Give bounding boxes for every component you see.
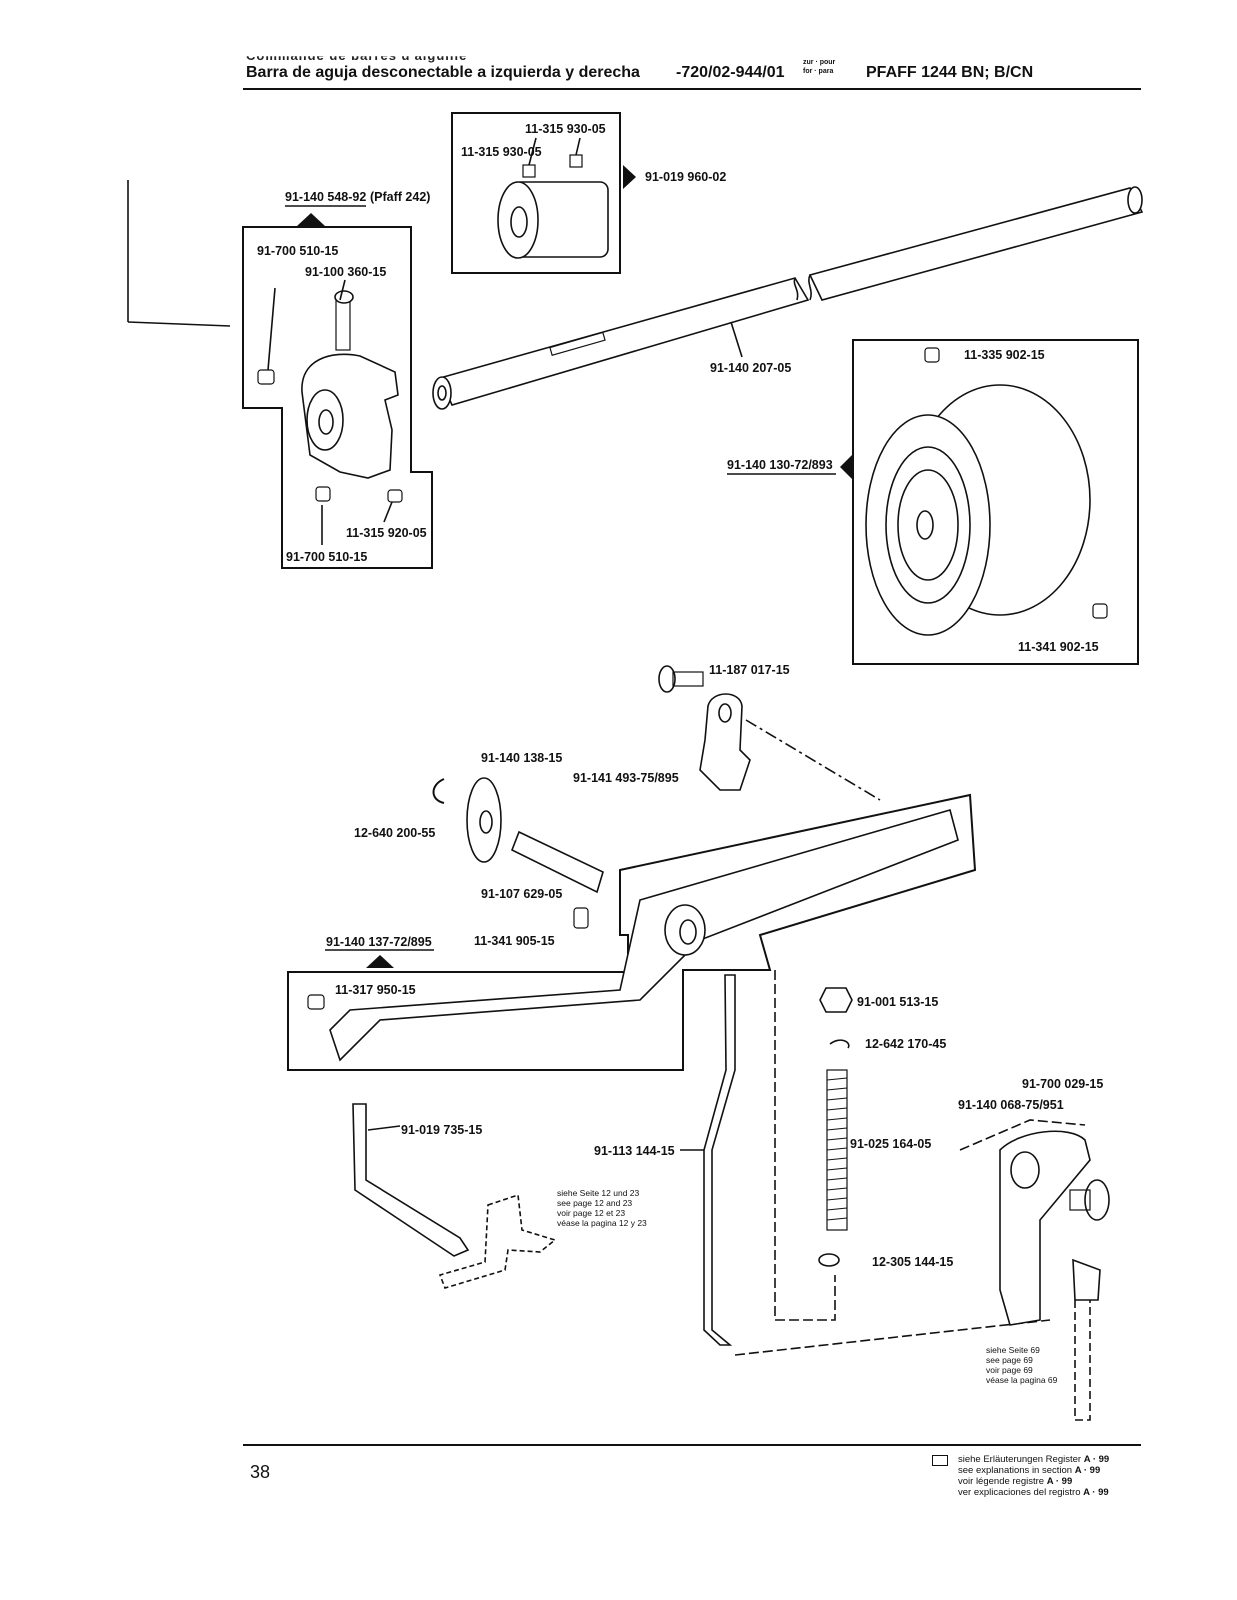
label-12-305-144-15: 12-305 144-15 — [872, 1255, 953, 1269]
label-91-019-735-15: 91-019 735-15 — [401, 1123, 482, 1137]
clamp-collar-assembly — [242, 205, 433, 569]
label-91-140-207-05: 91-140 207-05 — [710, 361, 791, 375]
footer-rule — [243, 1444, 1141, 1446]
note-69-de: siehe Seite 69 — [986, 1345, 1040, 1355]
connecting-rod — [680, 974, 1051, 1356]
label-91-113-144-15: 91-113 144-15 — [594, 1144, 675, 1158]
label-91-141-493-75-895: 91-141 493-75/895 — [573, 771, 679, 785]
scan-margin-line — [127, 180, 231, 327]
label-pfaff-242: (Pfaff 242) — [370, 190, 430, 204]
legend: siehe Erläuterungen Register A · 99 see … — [932, 1454, 1110, 1498]
legend-line-fr: voir légende registre A · 99 — [958, 1476, 1073, 1487]
label-91-140-138-15: 91-140 138-15 — [481, 751, 562, 765]
label-91-140-137-72-895: 91-140 137-72/895 — [326, 935, 432, 949]
label-11-335-902-15: 11-335 902-15 — [964, 348, 1045, 362]
page-number: 38 — [250, 1462, 271, 1482]
label-91-019-960-02: 91-019 960-02 — [645, 170, 726, 184]
label-11-317-950-15: 11-317 950-15 — [335, 983, 416, 997]
for-label: zur · pour for · para — [803, 58, 835, 76]
note-12-23-es: véase la pagina 12 y 23 — [557, 1218, 647, 1228]
note-69-fr: voir page 69 — [986, 1365, 1033, 1375]
label-91-140-068-75-951: 91-140 068-75/951 — [958, 1098, 1064, 1112]
label-91-001-513-15: 91-001 513-15 — [857, 995, 938, 1009]
page-title: Barra de aguja desconectable a izquierda… — [246, 64, 640, 81]
reference-part-12-23 — [438, 1193, 557, 1289]
legend-line-en: see explanations in section A · 99 — [958, 1465, 1101, 1476]
bracket-and-pin-parts — [432, 665, 881, 929]
note-12-23-en: see page 12 and 23 — [557, 1198, 632, 1208]
label-91-700-029-15: 91-700 029-15 — [1022, 1077, 1103, 1091]
header-rule — [243, 88, 1141, 90]
machine-model: PFAFF 1244 BN; B/CN — [866, 64, 1034, 81]
label-12-640-200-55: 12-640 200-55 — [354, 826, 435, 840]
label-91-025-164-05: 91-025 164-05 — [850, 1137, 931, 1151]
lever-assembly — [287, 793, 977, 1071]
label-91-107-629-05: 91-107 629-05 — [481, 887, 562, 901]
label-12-642-170-45: 12-642 170-45 — [865, 1037, 946, 1051]
label-11-341-902-15: 11-341 902-15 — [1018, 640, 1099, 654]
label-11-187-017-15: 11-187 017-15 — [709, 663, 790, 677]
label-11-315-930-05-a: 11-315 930-05 — [525, 122, 606, 136]
label-91-100-360-15: 91-100 360-15 — [305, 265, 386, 279]
note-69-en: see page 69 — [986, 1355, 1033, 1365]
l-shaped-bar — [352, 1103, 470, 1257]
label-91-140-130-72-893: 91-140 130-72/893 — [727, 458, 833, 472]
legend-line-de: siehe Erläuterungen Register A · 99 — [958, 1454, 1110, 1465]
label-91-700-510-15-bottom: 91-700 510-15 — [286, 550, 367, 564]
catalog-code: -720/02-944/01 — [676, 64, 785, 81]
note-12-23-fr: voir page 12 et 23 — [557, 1208, 625, 1218]
label-11-315-930-05-b: 11-315 930-05 — [461, 145, 542, 159]
handwheel-assembly — [727, 339, 1139, 665]
main-shaft — [432, 186, 1144, 410]
note-69-es: véase la pagina 69 — [986, 1375, 1058, 1385]
label-11-315-920-05: 11-315 920-05 — [346, 526, 427, 540]
legend-box-icon — [932, 1455, 948, 1466]
for-label-line-1: zur · pour — [803, 59, 836, 66]
label-91-700-510-15-top: 91-700 510-15 — [257, 244, 338, 258]
coupling-assembly — [451, 112, 636, 274]
legend-line-es: ver explicaciones del registro A · 99 — [958, 1487, 1109, 1498]
note-12-23-de: siehe Seite 12 und 23 — [557, 1188, 640, 1198]
label-11-341-905-15: 11-341 905-15 — [474, 934, 555, 948]
cut-off-heading: Commande de barres d'aiguille — [246, 48, 468, 63]
latch-lever-assembly — [959, 1119, 1110, 1421]
spring-stack — [774, 970, 853, 1321]
label-91-140-548-92: 91-140 548-92 — [285, 190, 366, 204]
for-label-line-2: for · para — [803, 68, 834, 75]
